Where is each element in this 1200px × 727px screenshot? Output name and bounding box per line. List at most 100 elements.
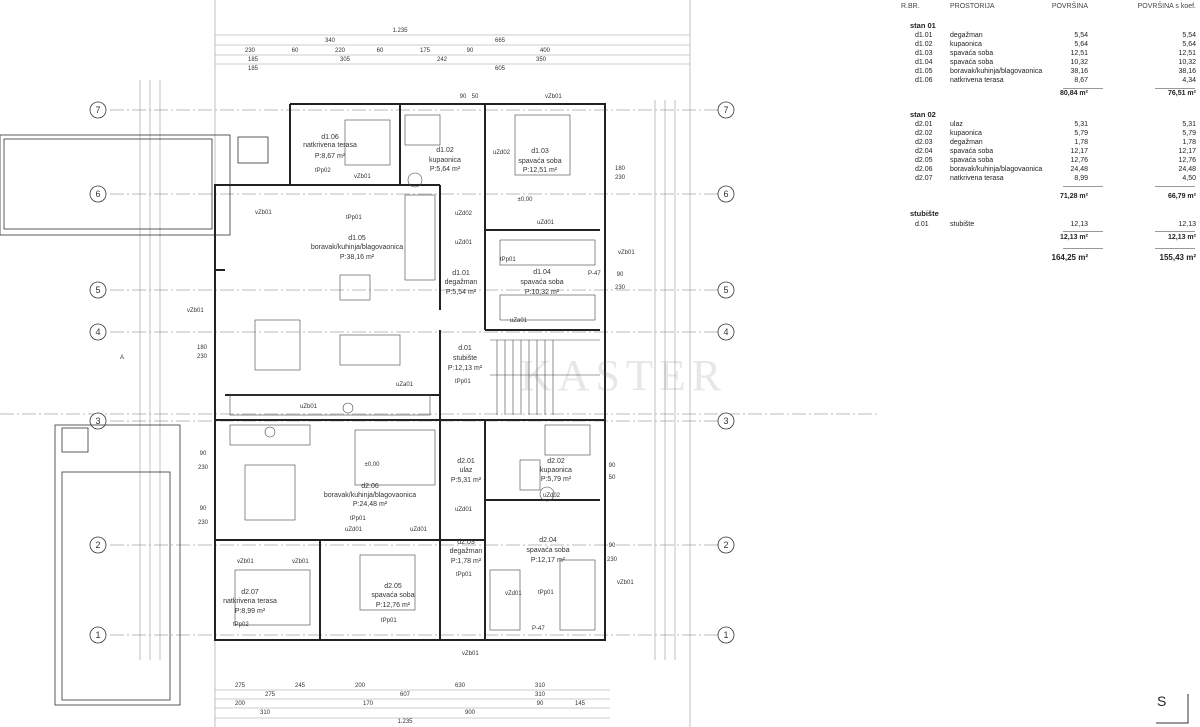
row-coef: 1,78 <box>1182 139 1196 146</box>
row-area: 5,31 <box>1074 121 1088 128</box>
row-area: 10,32 <box>1070 59 1088 66</box>
table-row: d2.05 spavaća soba 12,76 12,76 <box>893 156 1200 165</box>
room-area: P:12,51 m² <box>523 167 558 174</box>
wall-code: uZd01 <box>345 527 363 533</box>
dimension-value: 275 <box>265 692 276 698</box>
wall-code: vZb01 <box>545 94 562 100</box>
row-name: ulaz <box>950 121 963 128</box>
row-id: d.01 <box>915 221 929 228</box>
room-id: d1.02 <box>436 147 454 154</box>
wall-code: uZa01 <box>396 382 414 388</box>
dimension-value: 310 <box>260 710 271 716</box>
room-id: d1.03 <box>531 148 549 155</box>
wall-code: uZd02 <box>493 150 511 156</box>
room-name: natkrivena terasa <box>303 142 357 149</box>
table-row: d2.06 boravak/kuhinja/blagovaonica 24,48… <box>893 165 1200 174</box>
table-row: d1.02 kupaonica 5,64 5,64 <box>893 40 1200 49</box>
row-coef: 4,50 <box>1182 175 1196 182</box>
dimension-value: 1.235 <box>397 719 413 725</box>
wall-code: vZb01 <box>618 250 635 256</box>
dimension-value: 350 <box>536 57 547 63</box>
wall-code: uZa01 <box>510 318 528 324</box>
row-name: degažman <box>950 139 983 146</box>
room-area: P:10,32 m² <box>525 289 560 296</box>
floor-code: tPp02 <box>315 168 331 174</box>
row-area: 8,67 <box>1074 77 1088 84</box>
axis-label-2-left: 2 <box>95 540 100 550</box>
grand-total: 164,25 m² 155,43 m² <box>893 253 1200 262</box>
row-area: 12,17 <box>1070 148 1088 155</box>
header-rbr: R.BR. <box>901 3 920 10</box>
header-povrsina: POVRŠINA <box>1051 3 1088 10</box>
dimension-value: 230 <box>197 354 208 360</box>
dimension-value: 90 <box>200 506 207 512</box>
room-name: degažman <box>450 548 483 555</box>
dimension-value: 230 <box>615 285 626 291</box>
axis-label-6-left: 6 <box>95 189 100 199</box>
dimension-value: 50 <box>609 475 616 481</box>
wall-code: uZd01 <box>537 220 555 226</box>
room-name: stubište <box>453 355 477 362</box>
table-row: d1.06 natkrivena terasa 8,67 4,34 <box>893 76 1200 85</box>
dimension-value: 630 <box>455 683 466 689</box>
total-coef: 76,51 m² <box>1167 90 1196 97</box>
row-area: 12,76 <box>1070 157 1088 164</box>
dimension-value: 230 <box>615 175 626 181</box>
row-id: d1.01 <box>915 32 933 39</box>
dimension-value: 90 <box>537 701 544 707</box>
room-id: d1.01 <box>452 270 470 277</box>
opening-code: P-47 <box>532 626 545 632</box>
wall-code: uZd01 <box>455 240 473 246</box>
header-prostorija: PROSTORIJA <box>950 3 995 10</box>
row-area: 5,64 <box>1074 41 1088 48</box>
level-mark: ±0,00 <box>518 197 534 203</box>
table-row: d2.03 degažman 1,78 1,78 <box>893 138 1200 147</box>
table-row: d1.05 boravak/kuhinja/blagovaonica 38,16… <box>893 67 1200 76</box>
wall-code: vZb01 <box>187 308 204 314</box>
total-area: 12,13 m² <box>1059 234 1088 241</box>
dimension-value: 170 <box>363 701 374 707</box>
divider <box>1063 231 1103 232</box>
row-id: d1.06 <box>915 77 933 84</box>
divider <box>1063 186 1103 187</box>
wall-code: uZb01 <box>300 404 318 410</box>
axis-label-4-left: 4 <box>95 327 100 337</box>
row-area: 24,48 <box>1070 166 1088 173</box>
divider <box>1155 186 1195 187</box>
row-coef: 38,16 <box>1178 68 1196 75</box>
room-id: d2.01 <box>457 458 475 465</box>
dimension-value: 185 <box>248 57 259 63</box>
dimension-value: 90 <box>200 451 207 457</box>
room-id: d2.02 <box>547 458 565 465</box>
room-area: P:12,13 m² <box>448 365 483 372</box>
table-row: d2.04 spavaća soba 12,17 12,17 <box>893 147 1200 156</box>
divider <box>1063 248 1103 249</box>
dimension-value: 90 <box>617 272 624 278</box>
room-name: ulaz <box>460 467 473 474</box>
dimension-value: 60 <box>292 48 299 54</box>
axis-label-3-right: 3 <box>723 416 728 426</box>
divider <box>1063 88 1103 89</box>
row-coef: 5,54 <box>1182 32 1196 39</box>
dimension-value: 607 <box>400 692 411 698</box>
pools <box>0 134 269 706</box>
area-table: R.BR. PROSTORIJA POVRŠINA POVRŠINA s koe… <box>893 0 1200 727</box>
room-area: P:12,76 m² <box>376 602 411 609</box>
room-id: d1.06 <box>321 134 339 141</box>
row-area: 12,13 <box>1070 221 1088 228</box>
dimension-value: 275 <box>235 683 246 689</box>
dimension-value: 340 <box>325 38 336 44</box>
row-area: 8,99 <box>1074 175 1088 182</box>
room-name: spavaća soba <box>518 158 561 165</box>
axis-label-4-right: 4 <box>723 327 728 337</box>
axis-label-1-right: 1 <box>723 630 728 640</box>
row-coef: 4,34 <box>1182 77 1196 84</box>
room-area: P:12,17 m² <box>531 557 566 564</box>
row-area: 5,54 <box>1074 32 1088 39</box>
row-coef: 12,13 <box>1178 221 1196 228</box>
row-coef: 5,64 <box>1182 41 1196 48</box>
room-area: P:24,48 m² <box>353 501 388 508</box>
floor-code: tPp01 <box>538 590 554 596</box>
divider <box>1155 88 1195 89</box>
axis-label-3-left: 3 <box>95 416 100 426</box>
